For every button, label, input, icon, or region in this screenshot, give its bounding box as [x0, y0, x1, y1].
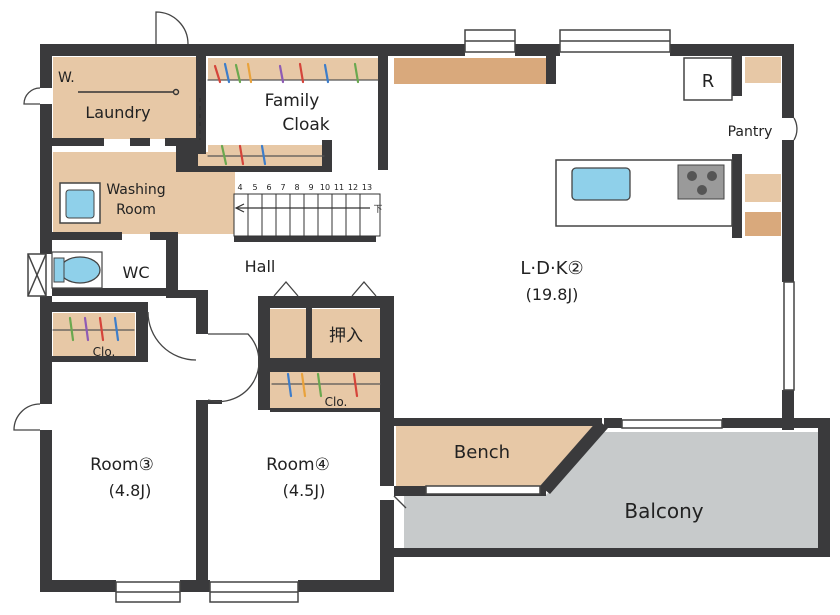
stair-down-mark: 下	[373, 205, 382, 215]
door-swings	[13, 11, 798, 509]
family-cloak-top-shelf	[208, 58, 384, 80]
stair-step-number: 4	[237, 183, 242, 192]
stair-step-number: 7	[280, 183, 285, 192]
room4-closet-label: Clo.	[325, 395, 348, 409]
hanger-rails	[52, 62, 381, 398]
stair-step-number: 6	[266, 183, 271, 192]
family-cloak-label-2: Cloak	[282, 115, 329, 135]
stair-step-number: 13	[362, 183, 372, 192]
balcony-label: Balcony	[624, 499, 703, 523]
stair-step-number: 5	[252, 183, 257, 192]
refrigerator-label: R	[702, 71, 715, 92]
laundry-floor	[53, 57, 203, 139]
room4-size-label: (4.5J)	[283, 481, 326, 500]
room3-size-label: (4.8J)	[109, 481, 152, 500]
washer-label: W.	[58, 70, 75, 86]
hall-label: Hall	[245, 257, 276, 276]
laundry-label: Laundry	[85, 103, 150, 122]
toilet	[51, 251, 103, 289]
wc-label: WC	[123, 263, 150, 282]
room3-name-label: Room③	[90, 455, 154, 475]
stair-step-number: 11	[334, 183, 344, 192]
staircase	[233, 193, 381, 237]
ldk-counter-wood	[394, 58, 546, 84]
ldk-name-label: L·D·K②	[520, 258, 583, 279]
room3-closet-label: Clo.	[93, 345, 116, 359]
kitchen-counter	[555, 159, 733, 227]
oshiire-label: 押入	[329, 326, 363, 346]
laundry-rail	[78, 88, 201, 140]
stair-step-number: 9	[308, 183, 313, 192]
room3-closet-floor	[53, 313, 135, 358]
room4-name-label: Room④	[266, 455, 330, 475]
bench-label: Bench	[454, 442, 510, 463]
stair-step-number: 10	[320, 183, 330, 192]
stair-step-number: 8	[294, 183, 299, 192]
pantry-shelf-top	[745, 57, 781, 83]
wash-basin	[59, 182, 101, 224]
bench-floor	[396, 424, 598, 486]
washing-room-label-1: Washing	[106, 182, 165, 198]
oshiire-floor	[270, 309, 382, 358]
refrigerator-box	[683, 57, 733, 101]
pantry-shelf-bottom	[745, 212, 781, 236]
windows	[27, 29, 795, 603]
walls	[40, 44, 830, 592]
pantry-label: Pantry	[728, 124, 773, 140]
pantry-shelf-middle	[745, 174, 781, 202]
washing-room-label-2: Room	[116, 202, 156, 218]
stair-step-number: 12	[348, 183, 358, 192]
family-cloak-label-1: Family	[265, 91, 320, 111]
ldk-size-label: (19.8J)	[526, 285, 579, 304]
balcony-floor	[404, 432, 818, 548]
